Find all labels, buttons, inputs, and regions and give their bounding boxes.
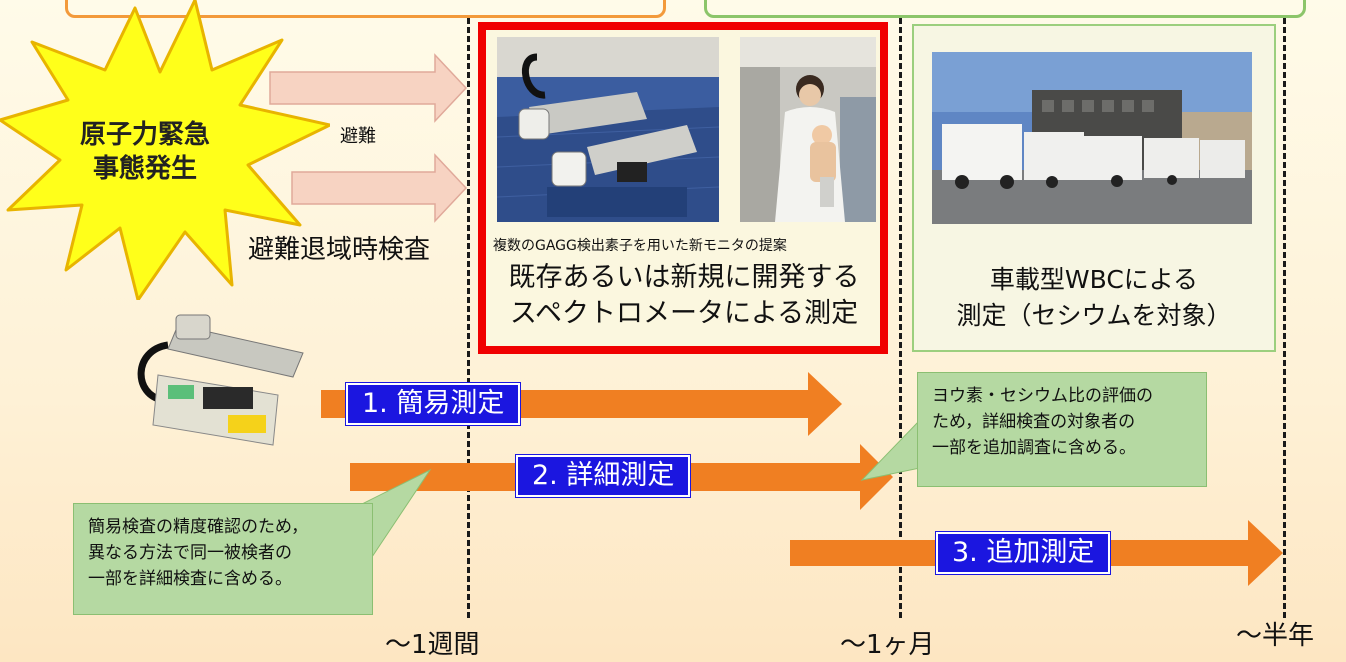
note-left-line3: 一部を詳細検査に含める。 (88, 569, 292, 589)
top-banner-orange (65, 0, 666, 18)
evacuation-arrow-upper (269, 53, 468, 123)
note-right: ヨウ素・セシウム比の評価の ため，詳細検査の対象者の 一部を追加調査に含める。 (917, 372, 1207, 487)
note-right-line3: 一部を追加調査に含める。 (932, 438, 1136, 458)
emergency-line1: 原子力緊急 (79, 120, 210, 150)
measurement-label-simple: 1. 簡易測定 (344, 382, 522, 426)
evacuation-exit-check-label: 避難退域時検査 (248, 235, 431, 265)
survey-monitor-device-photo (137, 314, 304, 446)
emergency-line2: 事態発生 (92, 154, 197, 184)
divider-week (467, 18, 470, 618)
vehicle-wbc-photo (932, 52, 1252, 224)
spectrometer-caption-line2: スペクトロメータによる測定 (509, 298, 859, 329)
note-right-line1: ヨウ素・セシウム比の評価の (932, 386, 1153, 406)
measurement-label-additional: 3. 追加測定 (934, 531, 1112, 575)
note-left: 簡易検査の精度確認のため， 異なる方法で同一被検者の 一部を詳細検査に含める。 (73, 503, 373, 615)
wbc-caption: 車載型WBCによる 測定（セシウムを対象） (914, 262, 1274, 334)
gagg-detector-photo (497, 37, 719, 222)
note-left-line1: 簡易検査の精度確認のため， (88, 517, 309, 537)
evacuation-arrow-lower (291, 153, 468, 223)
note-right-line2: ため，詳細検査の対象者の (932, 412, 1136, 432)
wbc-caption-line2: 測定（セシウムを対象） (956, 301, 1232, 330)
emergency-burst-icon (0, 0, 330, 300)
phantom-measurement-photo (740, 37, 876, 222)
divider-halfyear (1283, 18, 1286, 618)
wbc-caption-line1: 車載型WBCによる (989, 265, 1199, 294)
evacuation-label: 避難 (340, 126, 376, 147)
timeline-week: ～1週間 (385, 630, 480, 660)
timeline-month: ～1ヶ月 (840, 630, 935, 660)
measurement-label-detailed: 2. 詳細測定 (514, 454, 692, 498)
note-left-line2: 異なる方法で同一被検者の (88, 543, 292, 563)
spectrometer-caption: 既存あるいは新規に開発する スペクトロメータによる測定 (486, 260, 882, 332)
emergency-label: 原子力緊急 事態発生 (40, 118, 250, 186)
spectrometer-caption-line1: 既存あるいは新規に開発する (508, 262, 860, 293)
spectrometer-small-caption: 複数のGAGG検出素子を用いた新モニタの提案 (493, 238, 787, 254)
divider-month (899, 18, 902, 618)
top-banner-green (704, 0, 1306, 18)
evacuation-arrows (269, 53, 468, 223)
timeline-halfyear: ～半年 (1236, 621, 1315, 651)
